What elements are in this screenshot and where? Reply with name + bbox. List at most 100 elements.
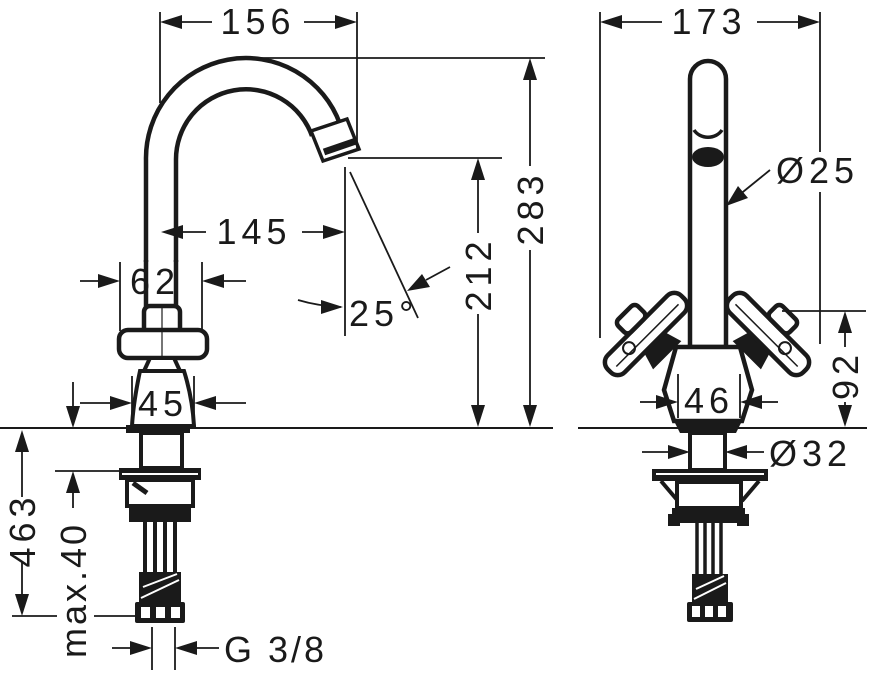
handle-stub <box>766 302 800 336</box>
arrowhead <box>66 406 80 428</box>
mounting-block <box>672 508 745 523</box>
handle-neck <box>732 331 771 370</box>
right-handle <box>724 290 812 378</box>
fitting-hole <box>705 606 713 617</box>
aerator-screen <box>322 137 358 156</box>
dimension-156: 156 <box>159 1 358 148</box>
leader-line <box>425 266 451 281</box>
dim-label-46: 46 <box>684 380 734 421</box>
aerator-rim <box>692 128 724 139</box>
dim-label-156: 156 <box>220 1 295 42</box>
dimension-46: 46 <box>640 374 778 421</box>
left-handle <box>602 290 690 378</box>
arrowhead <box>471 405 485 427</box>
dim-label-dia32: Ø32 <box>769 433 852 474</box>
handle-detail-line <box>734 303 799 368</box>
dim-label-25deg: 25° <box>349 293 418 334</box>
arrowhead <box>838 311 852 333</box>
spout-inner-outline <box>173 87 315 262</box>
arrowhead <box>323 225 345 239</box>
connector-hatch <box>140 579 180 599</box>
arrowhead <box>194 396 216 410</box>
dimensions-front-view: 173 Ø25 92 46 <box>599 1 866 474</box>
dimension-173: 173 <box>599 1 821 344</box>
dim-label-92: 92 <box>825 350 866 400</box>
spout-pipe <box>687 58 729 350</box>
arrowhead <box>130 641 152 655</box>
front-view <box>578 58 867 622</box>
fitting-hole <box>171 607 180 618</box>
dim-label-dia25: Ø25 <box>776 150 859 191</box>
dimension-92: 92 <box>782 310 866 427</box>
arrowhead <box>726 186 748 206</box>
arrowhead <box>668 445 690 459</box>
dimension-g38: G 3/8 <box>112 627 327 670</box>
arrowhead <box>202 274 224 288</box>
handle-bar <box>116 327 210 361</box>
dim-label-463: 463 <box>2 492 43 567</box>
arrowhead <box>175 641 197 655</box>
shank <box>688 431 727 472</box>
arrowhead <box>798 15 820 29</box>
shank <box>139 431 184 470</box>
mounting-foot <box>737 514 749 526</box>
arrowhead <box>471 158 485 180</box>
arrowhead <box>335 15 357 29</box>
dim-label-g38: G 3/8 <box>224 629 327 670</box>
dim-label-283: 283 <box>510 170 551 245</box>
mounting-mark <box>131 480 149 496</box>
fitting-hole <box>718 606 726 617</box>
dimension-dia32: Ø32 <box>642 433 852 474</box>
arrowhead <box>407 274 430 291</box>
handle-stub <box>614 302 648 336</box>
dimension-212: 212 <box>348 157 502 427</box>
side-view <box>0 55 553 623</box>
dim-label-45: 45 <box>138 383 188 424</box>
arrowhead <box>523 58 537 80</box>
arrowhead <box>656 395 678 409</box>
dim-label-212: 212 <box>458 236 499 311</box>
aerator-outline <box>308 116 362 164</box>
dimension-dia25: Ø25 <box>726 150 859 206</box>
arrowhead <box>98 274 120 288</box>
dimension-45: 45 <box>80 376 246 426</box>
arrowhead <box>66 471 80 493</box>
handle-detail-circle <box>777 341 792 356</box>
handle-detail-circle <box>622 341 637 356</box>
fitting-hole <box>141 607 150 618</box>
arrowhead <box>600 15 622 29</box>
arrowhead <box>15 430 29 452</box>
arrowhead <box>15 594 29 616</box>
dim-label-62: 62 <box>130 261 180 302</box>
flange-brace <box>740 479 761 503</box>
dimension-max40: max.40 <box>53 382 119 658</box>
arrowhead <box>321 300 343 314</box>
handle-neck <box>643 331 682 370</box>
fitting-hole <box>156 607 165 618</box>
connector-hatch <box>142 573 178 588</box>
dim-label-173: 173 <box>671 1 746 42</box>
fitting-hole <box>692 606 700 617</box>
dimension-62: 62 <box>80 261 246 331</box>
dimension-463: 463 <box>2 430 135 617</box>
spout-outer-outline <box>143 55 343 262</box>
dimension-145: 145 <box>161 211 345 252</box>
dimension-283: 283 <box>248 57 551 427</box>
aerator-opening <box>692 147 724 167</box>
arrowhead <box>725 445 747 459</box>
connector-hatch <box>695 575 725 590</box>
arrowhead <box>160 15 182 29</box>
angle-line <box>349 171 419 319</box>
arrowhead <box>161 225 183 239</box>
arrowhead <box>838 405 852 427</box>
connector-hatch <box>693 582 727 600</box>
dimensions-side-view: 156 145 62 45 <box>2 1 551 670</box>
arrowhead <box>523 405 537 427</box>
dim-label-max40: max.40 <box>53 522 94 658</box>
mounting-block <box>129 506 191 522</box>
dimension-25deg: 25° <box>297 167 451 336</box>
body-base <box>674 421 742 433</box>
dim-label-145: 145 <box>216 211 291 252</box>
